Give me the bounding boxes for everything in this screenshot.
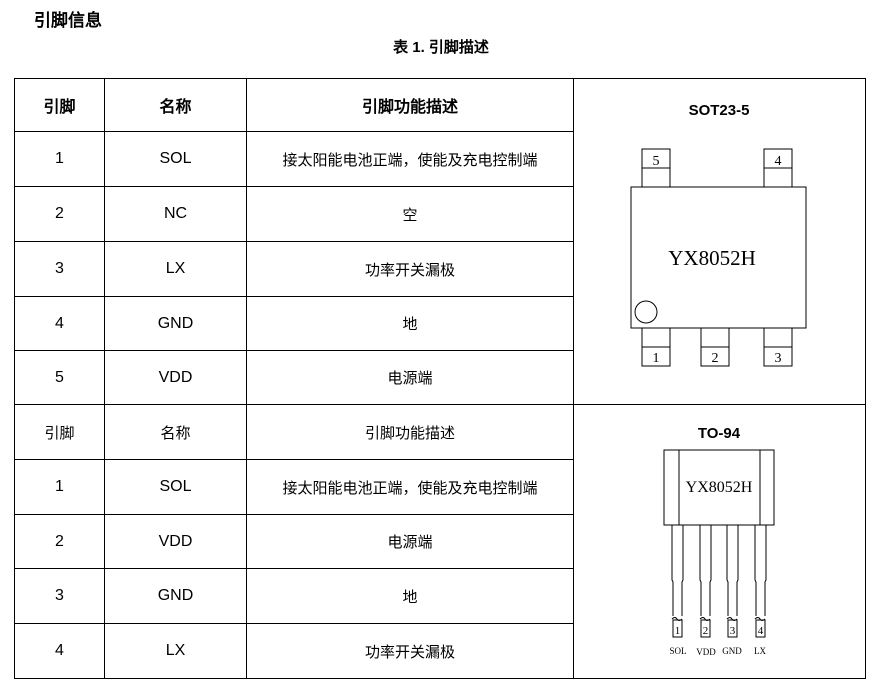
to94-pin-label: GND [722,646,742,656]
section-title: 引脚信息 [34,11,102,30]
sot23-chip-label: YX8052H [668,246,756,270]
pin-name: NC [104,186,247,242]
to94-pin-label: LX [754,646,766,656]
header-pin: 引脚 [14,78,105,132]
to94-lead-1: 1 [671,525,684,638]
table-caption: 表 1. 引脚描述 [393,39,489,56]
header-desc: 引脚功能描述 [246,78,574,132]
pin-name: VDD [104,514,247,569]
to94-chip-label: YX8052H [686,479,753,496]
svg-text:2: 2 [703,625,709,637]
to94-pin-label: VDD [696,647,716,657]
pin-number: 3 [14,568,105,624]
pin-name: SOL [104,459,247,515]
svg-text:4: 4 [758,625,764,637]
to94-lead-2: 2 [699,525,712,638]
to94-diagram: TO-94 YX8052H 1 2 3 4 SOL VDD GND LX [663,425,775,657]
pin-number: 4 [14,296,105,351]
sot23-title: SOT23-5 [689,102,750,119]
pin-desc: 功率开关漏极 [246,241,574,297]
pin-desc: 功率开关漏极 [246,623,574,679]
svg-text:1: 1 [653,351,660,366]
svg-text:5: 5 [653,154,660,169]
pin-desc: 接太阳能电池正端，使能及充电控制端 [246,459,574,515]
table-header-row: 引脚 名称 引脚功能描述 [14,78,866,405]
header-desc: 引脚功能描述 [246,404,574,460]
sot23-pin-3: 3 [763,327,793,367]
to94-body [663,449,775,526]
sot23-diagram-cell [573,78,866,405]
sot23-pin-2: 2 [700,327,730,367]
svg-text:3: 3 [730,625,736,637]
to94-lead-3: 3 [726,525,739,638]
pin-number: 2 [14,186,105,242]
pin-number: 1 [14,459,105,515]
sot23-5-diagram: SOT23-5 YX8052H 5 4 1 2 3 [630,102,807,367]
sot23-pin-4: 4 [763,148,793,188]
to94-lead-4: 4 [754,525,767,638]
to94-pin-label: SOL [669,646,686,656]
pin-number: 4 [14,623,105,679]
svg-text:4: 4 [775,154,782,169]
svg-text:2: 2 [712,351,719,366]
to94-title: TO-94 [698,425,741,442]
pin-name: LX [104,241,247,297]
pin-desc: 接太阳能电池正端，使能及充电控制端 [246,131,574,187]
sot23-pin-5: 5 [641,148,671,188]
pin-name: SOL [104,131,247,187]
pin-number: 5 [14,350,105,405]
pin-name: GND [104,296,247,351]
pin-name: GND [104,568,247,624]
pin1-marker [634,300,658,324]
sot23-pin-1: 1 [641,327,671,367]
pin-desc: 地 [246,568,574,624]
svg-text:3: 3 [775,351,782,366]
pin-desc: 电源端 [246,514,574,569]
svg-text:1: 1 [675,625,681,637]
pin-desc: 地 [246,296,574,351]
pin-desc: 电源端 [246,350,574,405]
